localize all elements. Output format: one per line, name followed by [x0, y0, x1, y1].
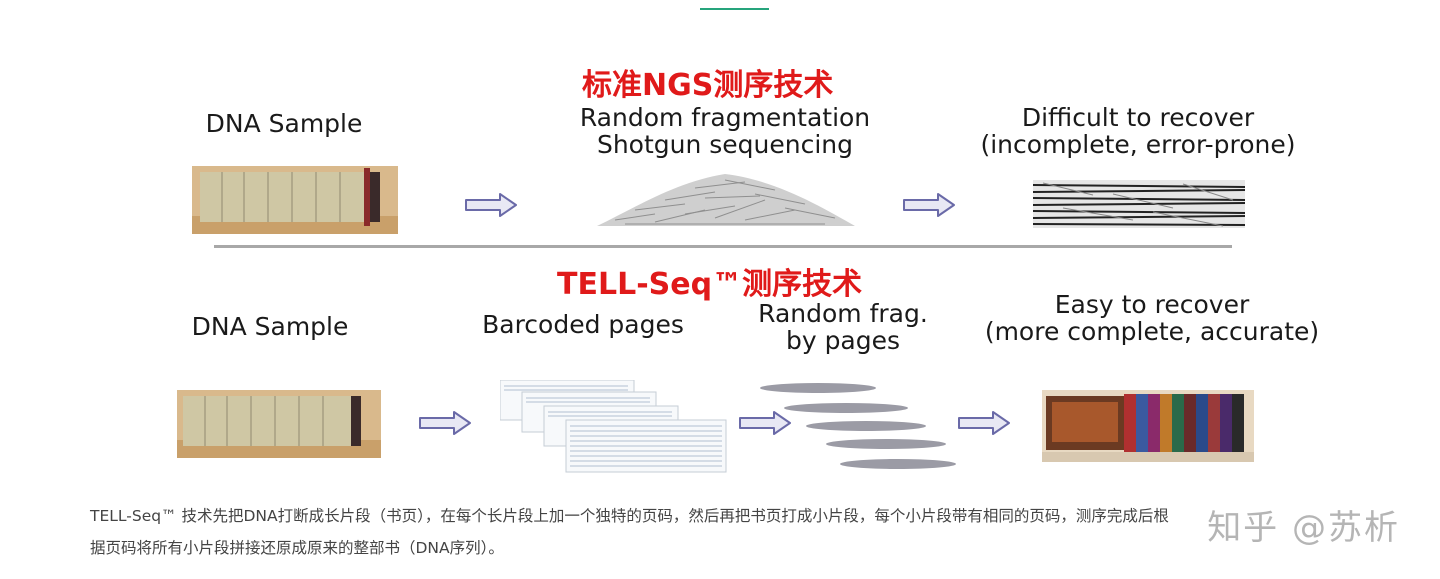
fragments-by-pages-image: [758, 378, 958, 474]
top-accent-bar: [700, 8, 769, 10]
bottom-dna-sample-label: DNA Sample: [191, 312, 349, 341]
section-divider: [214, 245, 1232, 248]
random-fragments-pile-image: [595, 170, 857, 230]
caption-line-2: 据页码将所有小片段拼接还原成原来的整部书（DNA序列）。: [90, 539, 504, 557]
recovered-books-image: [1042, 390, 1254, 462]
dna-sample-book-image-bottom: [177, 390, 381, 458]
caption-line-1: TELL-Seq™ 技术先把DNA打断成长片段（书页），在每个长片段上加一个独特…: [90, 507, 1169, 525]
barcoded-pages-label: Barcoded pages: [482, 310, 684, 339]
random-frag-by-pages-label: Random frag. by pages: [758, 299, 928, 355]
dna-sample-book-image-top: [192, 166, 398, 234]
top-result-label: Difficult to recover (incomplete, error-…: [980, 103, 1296, 159]
barcoded-pages-stack-image: [500, 380, 728, 474]
arrow-right-icon: [464, 192, 518, 218]
tell-seq-title: TELL-Seq™测序技术: [557, 267, 863, 302]
bottom-result-label: Easy to recover (more complete, accurate…: [984, 290, 1320, 346]
standard-ngs-title: 标准NGS测序技术: [582, 68, 834, 103]
scrambled-result-image: [1033, 180, 1245, 228]
top-dna-sample-label: DNA Sample: [205, 109, 363, 138]
arrow-right-icon: [957, 410, 1011, 436]
arrow-right-icon: [902, 192, 956, 218]
top-fragment-label: Random fragmentation Shotgun sequencing: [579, 103, 871, 159]
arrow-right-icon: [418, 410, 472, 436]
zhihu-watermark: 知乎 @苏析: [1207, 508, 1400, 548]
arrow-right-icon: [738, 410, 792, 436]
figure-caption: TELL-Seq™ 技术先把DNA打断成长片段（书页），在每个长片段上加一个独特…: [90, 500, 1380, 564]
